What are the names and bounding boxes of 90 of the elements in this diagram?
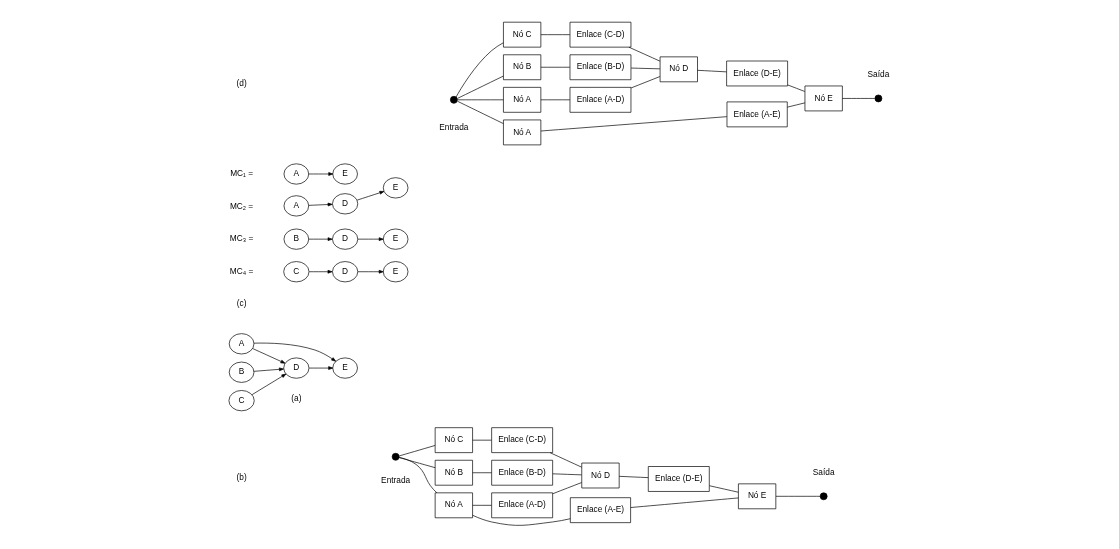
arrow: [307, 237, 333, 241]
connector: [456, 100, 504, 124]
connector: [786, 102, 805, 108]
node-label: Saída: [812, 466, 835, 477]
node-label: Entrada: [438, 121, 468, 132]
node-box: Enlace (C-D): [490, 427, 553, 453]
connector: [471, 439, 492, 441]
node-box: Enlace (B-D): [490, 459, 553, 486]
connector: [398, 457, 437, 494]
connector: [628, 46, 660, 62]
connector: [456, 99, 504, 101]
node-box: Nó E: [804, 85, 843, 112]
node-ellipse: D: [331, 261, 358, 283]
node-ellipse: E: [382, 261, 408, 283]
node-box: Enlace (A-E): [569, 497, 631, 523]
connector: [630, 76, 660, 89]
node-circle: [874, 94, 882, 103]
connector: [540, 116, 727, 132]
node-box: Enlace (D-E): [725, 60, 788, 87]
node-box: Nó C: [434, 427, 473, 453]
connector: [551, 482, 582, 495]
node-ellipse: A: [283, 195, 309, 217]
connector: [398, 457, 435, 468]
node-circle: [819, 492, 827, 501]
connector: [549, 452, 582, 468]
arrow: [357, 237, 384, 241]
node-ellipse: A: [283, 163, 309, 185]
connector: [455, 42, 504, 98]
label: (a): [290, 392, 301, 403]
arrow: [308, 366, 333, 370]
connector: [471, 514, 571, 526]
arrow: [307, 172, 333, 176]
node-box: Nó C: [502, 21, 541, 48]
node-circle: [449, 96, 458, 104]
node-box: Nó B: [502, 54, 541, 81]
connector: [629, 497, 739, 508]
arrow: [308, 269, 332, 274]
node-ellipse: C: [282, 261, 309, 283]
node-ellipse: B: [283, 228, 309, 250]
label: (b): [236, 471, 247, 482]
arrow: [251, 373, 286, 396]
node-label: Entrada: [380, 474, 410, 485]
node-ellipse: E: [382, 177, 408, 199]
arrow: [251, 348, 285, 364]
connector: [708, 485, 739, 493]
connector: [630, 67, 660, 70]
node-circle: [391, 452, 399, 461]
connector: [540, 34, 570, 35]
label: (d): [236, 78, 247, 89]
node-ellipse: D: [331, 193, 358, 215]
connector: [775, 495, 820, 497]
node-ellipse: A: [228, 333, 254, 355]
arrow: [253, 342, 336, 362]
node-box: Enlace (A-E): [726, 101, 788, 128]
connector: [471, 472, 492, 474]
label: MC₂ =: [229, 200, 253, 211]
node-ellipse: D: [331, 228, 358, 250]
node-box: Nó A: [502, 87, 541, 113]
arrow: [253, 367, 284, 372]
node-box: Enlace (C-D): [569, 21, 631, 48]
connector: [456, 75, 504, 99]
node-ellipse: E: [382, 228, 408, 250]
node-box: Nó D: [580, 462, 620, 489]
connector: [841, 98, 875, 99]
node-box: Nó E: [737, 483, 776, 510]
node-ellipse: B: [228, 361, 254, 383]
node-ellipse: C: [228, 390, 255, 412]
node-box: Enlace (A-D): [490, 492, 553, 519]
node-box: Enlace (D-E): [647, 466, 710, 492]
connector: [618, 475, 648, 478]
node-box: Nó B: [434, 459, 473, 486]
connector: [786, 84, 805, 92]
arrow: [307, 202, 333, 207]
node-box: Enlace (B-D): [569, 54, 631, 81]
arrow: [356, 190, 384, 201]
label: (c): [236, 298, 246, 309]
label: MC₃ =: [229, 233, 253, 244]
node-box: Nó D: [659, 56, 698, 83]
node-label: Saída: [867, 69, 889, 80]
node-box: Nó A: [502, 119, 541, 146]
node-box: Enlace (A-D): [569, 87, 631, 113]
label: MC₄ =: [229, 265, 253, 276]
label: MC₁ =: [229, 168, 253, 179]
node-ellipse: E: [331, 163, 358, 185]
node-box: Nó A: [434, 492, 473, 519]
connector: [398, 445, 435, 457]
connector: [551, 473, 582, 476]
connector: [696, 69, 727, 73]
connector: [471, 504, 492, 506]
arrow: [357, 269, 384, 274]
